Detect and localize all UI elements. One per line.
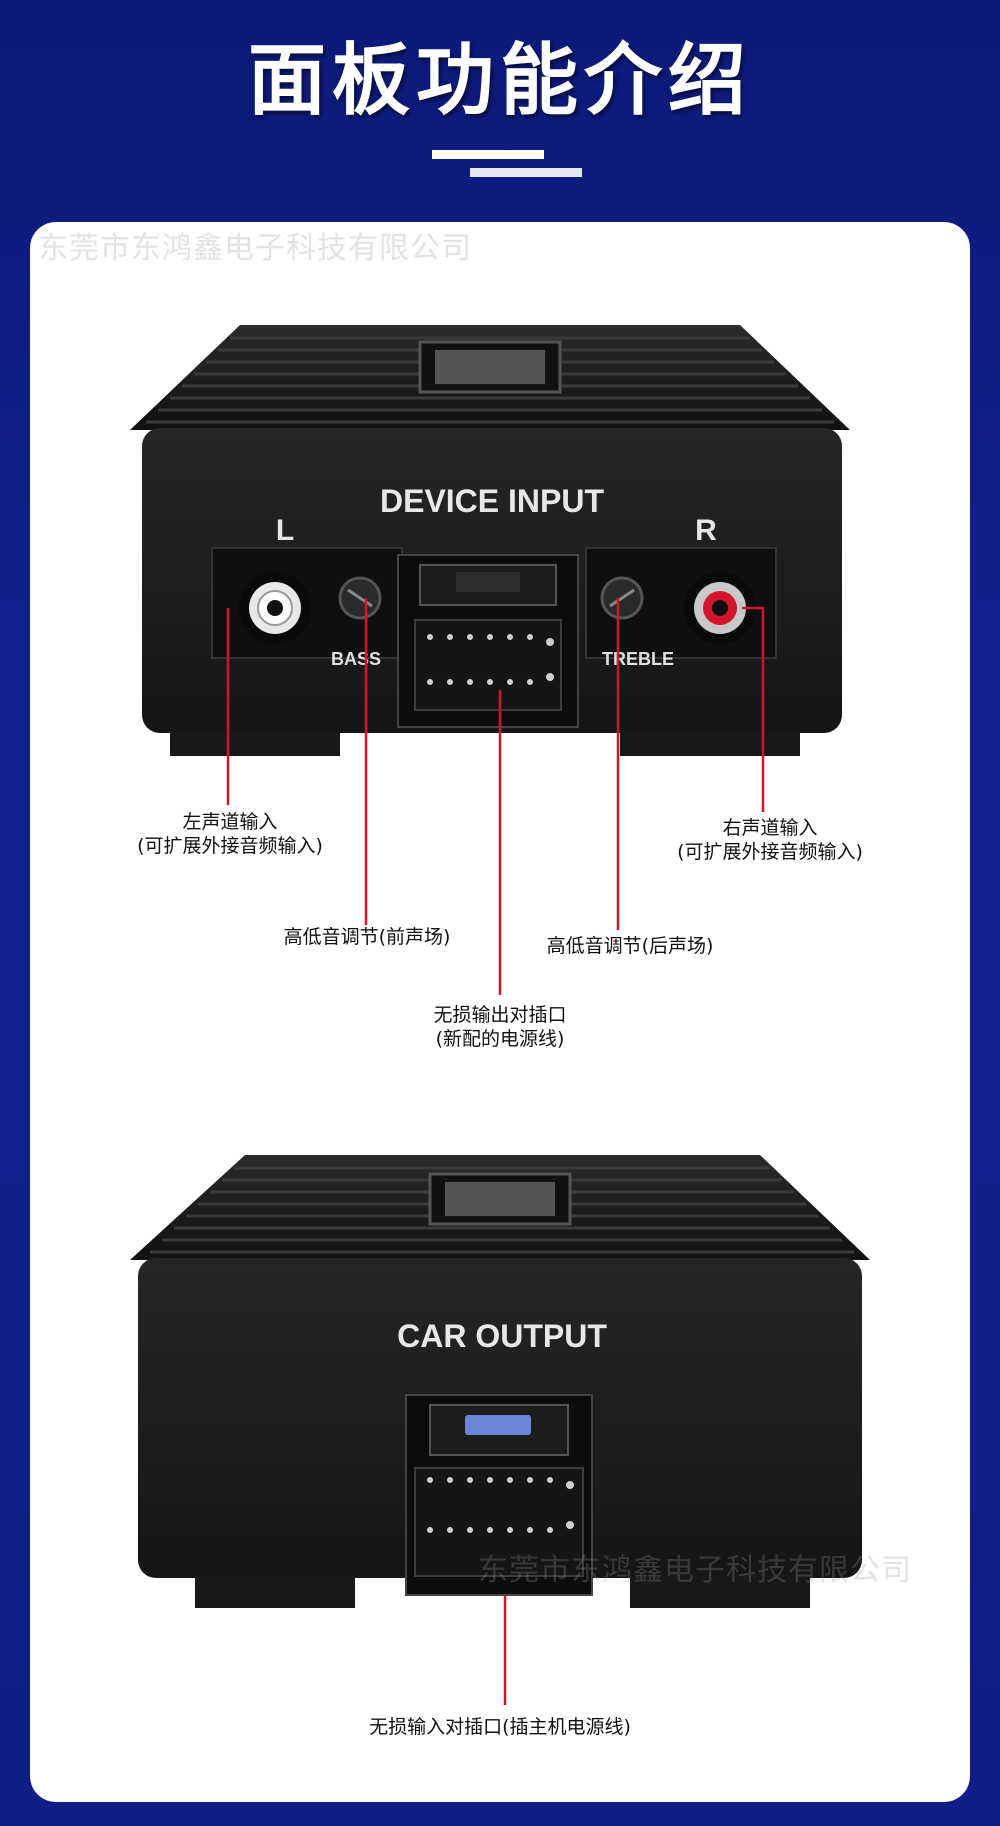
callout-left-input-line2: (可扩展外接音频输入) xyxy=(137,835,323,857)
title-underline-top xyxy=(432,150,544,159)
right-channel-label: R xyxy=(695,514,717,547)
page-title: 面板功能介绍 xyxy=(247,36,752,126)
callout-right-input-line2: (可扩展外接音频输入) xyxy=(677,841,863,863)
watermark-top: 东莞市东鸿鑫电子科技有限公司 xyxy=(38,231,472,266)
title-underline-bottom xyxy=(470,168,582,177)
watermark-bottom: 东莞市东鸿鑫电子科技有限公司 xyxy=(478,1553,912,1588)
callout-left-input-line1: 左声道输入 xyxy=(182,811,278,833)
callout-output-port-line1: 无损输出对插口 xyxy=(433,1004,567,1026)
callout-treble-knob: 高低音调节(后声场) xyxy=(546,935,714,957)
device-input-face-label: DEVICE INPUT xyxy=(380,483,604,519)
car-output-unit: CAR OUTPUT xyxy=(130,1155,870,1608)
device-input-unit: DEVICE INPUT L R BASS TREBLE xyxy=(130,325,850,756)
callout-output-port-line2: (新配的电源线) xyxy=(435,1028,565,1050)
callout-right-input: 右声道输入 (可扩展外接音频输入) xyxy=(660,816,880,864)
bass-label: BASS xyxy=(331,649,381,669)
treble-label: TREBLE xyxy=(602,649,674,669)
callout-output-port: 无损输出对插口 (新配的电源线) xyxy=(395,1003,605,1051)
callout-left-input: 左声道输入 (可扩展外接音频输入) xyxy=(120,810,340,858)
callout-input-port: 无损输入对插口(插主机电源线) xyxy=(369,1716,631,1738)
callout-bass-knob: 高低音调节(前声场) xyxy=(283,926,451,948)
car-output-face-label: CAR OUTPUT xyxy=(397,1318,607,1354)
left-channel-label: L xyxy=(276,514,294,547)
callout-right-input-line1: 右声道输入 xyxy=(722,817,818,839)
